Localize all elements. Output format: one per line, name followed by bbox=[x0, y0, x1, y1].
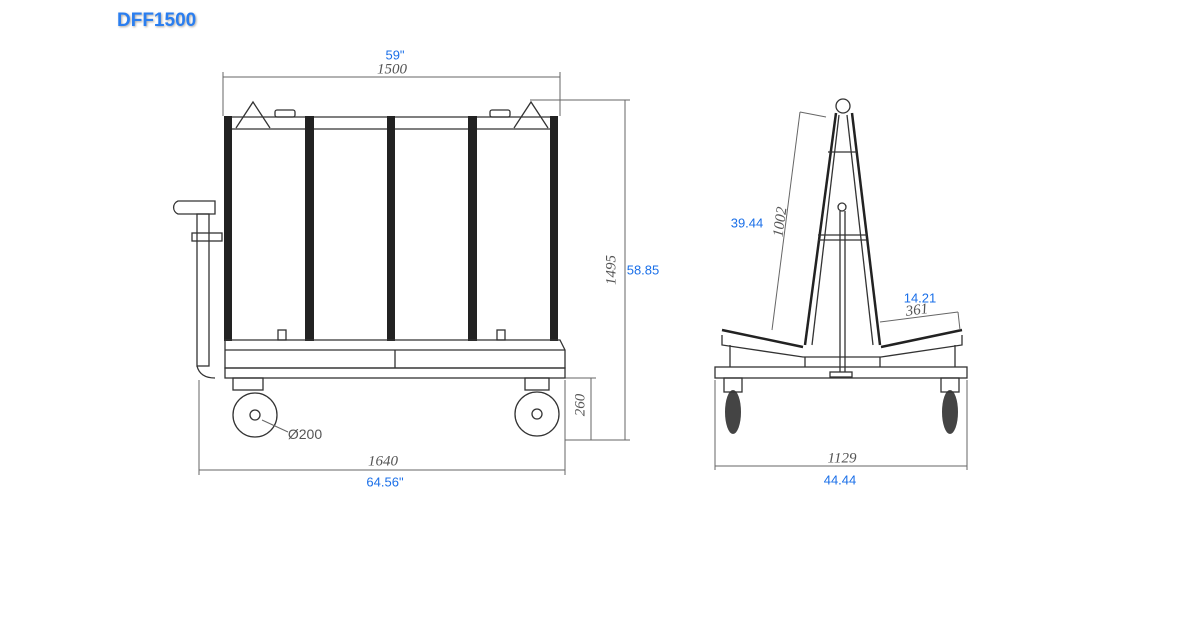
length-mm-label: 1640 bbox=[368, 453, 398, 470]
height-inches-label: 58.85 bbox=[626, 262, 660, 278]
side-view-drawing bbox=[172, 72, 630, 475]
end-width-mm-label: 1129 bbox=[827, 450, 857, 467]
width-inches-label: 59" bbox=[385, 47, 405, 63]
height-mm-label: 1495 bbox=[603, 255, 620, 285]
end-view-drawing bbox=[714, 98, 968, 470]
product-title: DFF1500 bbox=[117, 10, 197, 31]
wing-inches-label: 14.21 bbox=[903, 290, 937, 306]
width-mm-label: 1500 bbox=[377, 61, 407, 78]
wheel-diameter-label: Ø200 bbox=[287, 426, 323, 442]
frame-inches-label: 39.44 bbox=[730, 215, 764, 231]
wing-mm-label: 361 bbox=[904, 301, 930, 320]
end-width-inches-label: 44.44 bbox=[823, 472, 857, 488]
wheel-height-label: 260 bbox=[572, 393, 589, 417]
length-inches-label: 64.56" bbox=[366, 474, 404, 490]
